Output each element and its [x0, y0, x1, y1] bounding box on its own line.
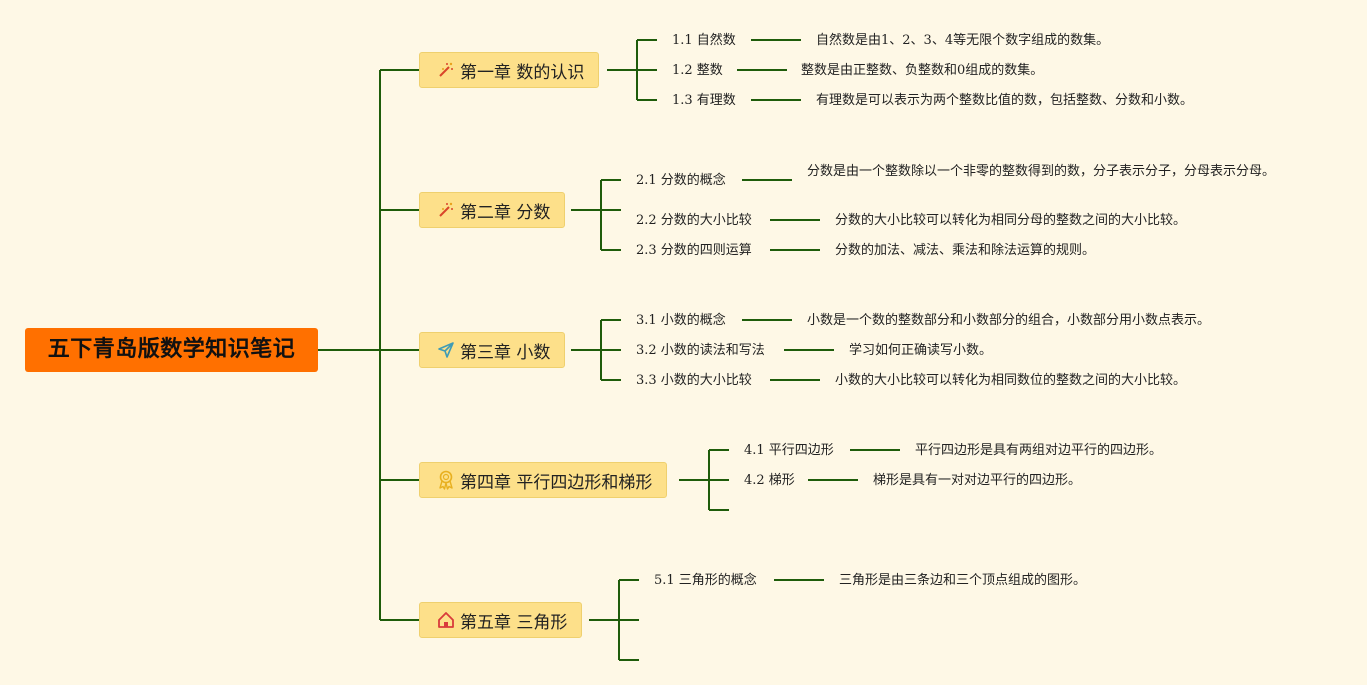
topic-2-1[interactable]: 2.1 分数的概念 — [636, 173, 726, 188]
topic-3-2-desc[interactable]: 学习如何正确读写小数。 — [849, 343, 993, 358]
home-icon — [436, 610, 456, 630]
topic-5-1-desc[interactable]: 三角形是由三条边和三个顶点组成的图形。 — [839, 573, 1087, 588]
connector-ch4-branch — [679, 449, 729, 511]
magic-wand-icon — [436, 60, 456, 80]
chapter-4-node[interactable]: 第四章 平行四边形和梯形 — [419, 462, 668, 498]
topic-4-1-desc[interactable]: 平行四边形是具有两组对边平行的四边形。 — [915, 443, 1163, 458]
topic-4-1[interactable]: 4.1 平行四边形 — [744, 443, 834, 458]
chapter-5-title: 第五章 三角形 — [460, 612, 568, 633]
paper-plane-icon — [436, 340, 456, 360]
connector-ch2-branch — [571, 179, 621, 251]
topic-3-1-desc[interactable]: 小数是一个数的整数部分和小数部分的组合，小数部分用小数点表示。 — [807, 313, 1211, 328]
topic-2-2[interactable]: 2.2 分数的大小比较 — [636, 213, 752, 228]
magic-wand-icon — [436, 200, 456, 220]
topic-1-1[interactable]: 1.1 自然数 — [672, 33, 736, 48]
topic-1-3-desc[interactable]: 有理数是可以表示为两个整数比值的数，包括整数、分数和小数。 — [816, 93, 1194, 108]
topic-1-1-desc[interactable]: 自然数是由1、2、3、4等无限个数字组成的数集。 — [816, 33, 1110, 48]
chapter-2-node[interactable]: 第二章 分数 — [419, 192, 566, 228]
topic-2-3-desc[interactable]: 分数的加法、减法、乘法和除法运算的规则。 — [835, 243, 1096, 258]
topic-4-2-desc[interactable]: 梯形是具有一对对边平行的四边形。 — [873, 473, 1082, 488]
award-medal-icon — [436, 470, 456, 490]
topic-2-3[interactable]: 2.3 分数的四则运算 — [636, 243, 752, 258]
topic-5-1[interactable]: 5.1 三角形的概念 — [654, 573, 757, 588]
topic-1-3[interactable]: 1.3 有理数 — [672, 93, 736, 108]
topic-1-2[interactable]: 1.2 整数 — [672, 63, 723, 78]
connector-ch1-branch — [607, 39, 657, 101]
topic-2-1-desc[interactable]: 分数是由一个整数除以一个非零的整数得到的数，分子表示分子，分母表示分母。 — [807, 164, 1276, 179]
topic-2-2-desc[interactable]: 分数的大小比较可以转化为相同分母的整数之间的大小比较。 — [835, 213, 1187, 228]
chapter-3-node[interactable]: 第三章 小数 — [419, 332, 566, 368]
topic-3-2[interactable]: 3.2 小数的读法和写法 — [636, 343, 765, 358]
topic-4-2[interactable]: 4.2 梯形 — [744, 473, 795, 488]
topic-1-2-desc[interactable]: 整数是由正整数、负整数和0组成的数集。 — [801, 63, 1044, 78]
chapter-4-title: 第四章 平行四边形和梯形 — [460, 472, 653, 493]
connector-ch3-branch — [571, 319, 621, 381]
topic-3-3-desc[interactable]: 小数的大小比较可以转化为相同数位的整数之间的大小比较。 — [835, 373, 1187, 388]
root-topic[interactable]: 五下青岛版数学知识笔记 — [25, 328, 318, 372]
chapter-1-title: 第一章 数的认识 — [460, 62, 585, 83]
chapter-5-node[interactable]: 第五章 三角形 — [419, 602, 583, 638]
chapter-3-title: 第三章 小数 — [460, 342, 551, 363]
chapter-2-title: 第二章 分数 — [460, 202, 551, 223]
connector-ch5-branch — [589, 579, 639, 661]
topic-3-1[interactable]: 3.1 小数的概念 — [636, 313, 726, 328]
topic-3-3[interactable]: 3.3 小数的大小比较 — [636, 373, 752, 388]
chapter-1-node[interactable]: 第一章 数的认识 — [419, 52, 600, 88]
